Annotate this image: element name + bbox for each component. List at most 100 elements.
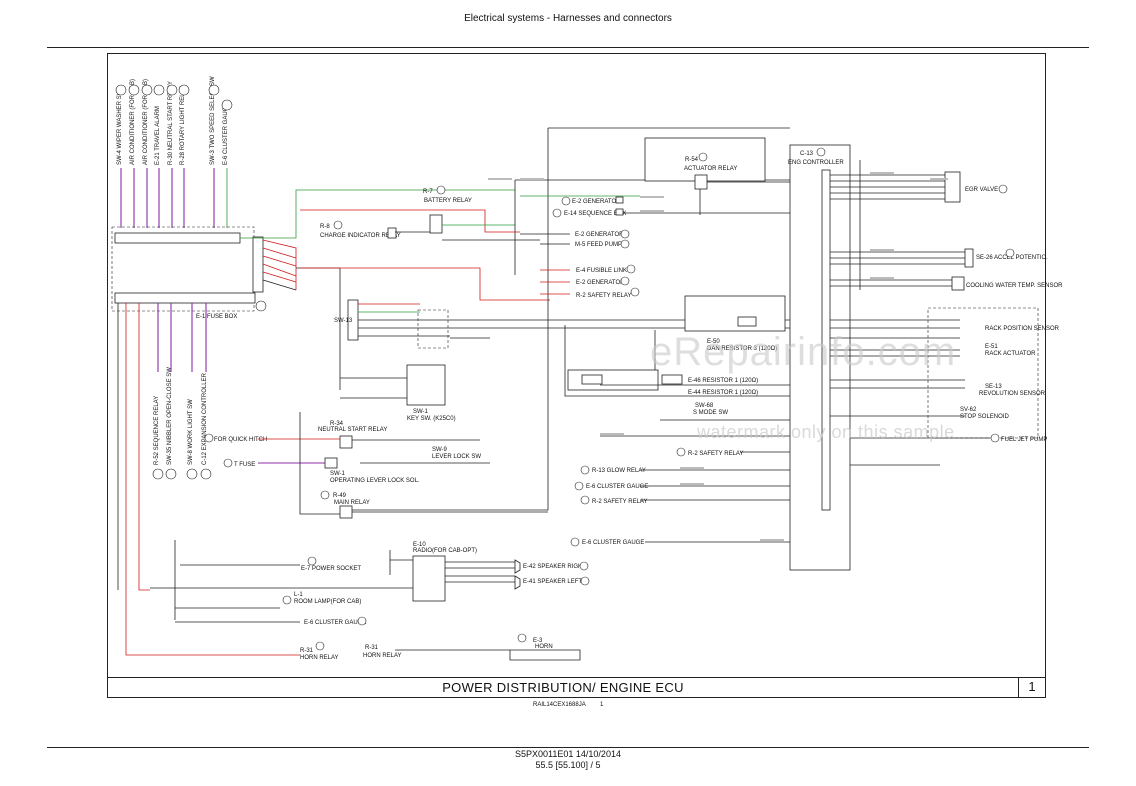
- top-feeder-wires: [120, 168, 228, 228]
- ref-circle: [620, 229, 630, 239]
- coolant-sensor-label: COOLING WATER TEMP. SENSOR: [966, 283, 1063, 289]
- revolution-sensor-label: REVOLUTION SENSOR: [979, 391, 1046, 397]
- generator-group: E-2 GENERATOR E-14 SEQUENCE BOX E-2 GENE…: [520, 196, 790, 299]
- relay-group-right: R-2 SAFETY RELAY R-13 GLOW RELAY E-6 CLU…: [570, 435, 940, 547]
- stop-solenoid-id: SV-62: [960, 407, 977, 413]
- ref-circle: [990, 433, 1000, 443]
- ref-circle: [141, 84, 153, 96]
- horn-relay-2-id: R-31: [365, 645, 379, 651]
- cluster-gauge-1-label: E-6 CLUSTER GAUGE: [586, 484, 648, 490]
- top-label-neutral-start-relay: R-30 NEUTRAL START RELAY: [168, 81, 174, 165]
- radio-id: E-10: [413, 542, 426, 548]
- ref-circle: [574, 481, 584, 491]
- fuse-box-label: E-1 FUSE BOX: [196, 314, 237, 320]
- left-label-work-light-sw: SW-8 WORK LIGHT SW: [188, 399, 194, 465]
- middle-components: SW-13 E-50 DAN RESISTOR 3 (120Ω) E-46 RE…: [334, 295, 790, 421]
- ref-circle: [1005, 248, 1015, 258]
- rack-sensor-label: RACK POSITION SENSOR: [985, 326, 1060, 332]
- top-label-travel-alarm: E-21 TRAVEL ALARM: [155, 106, 161, 165]
- ref-circle: [630, 287, 640, 297]
- ref-circle: [626, 264, 636, 274]
- generator-1-label: E-2 GENERATOR: [572, 199, 621, 205]
- actuator-relay-id: R-54: [685, 157, 699, 163]
- left-label-nibbler-sw: SW-35 NIBBLER OPEN-CLOSE SW: [167, 367, 173, 465]
- lever-lock-label: LEVER LOCK SW: [432, 454, 481, 460]
- watermark-notice: watermark only on this sample: [697, 422, 955, 442]
- ref-circle: [200, 468, 212, 480]
- wire-spec-marks: [488, 172, 948, 541]
- diagram-title: POWER DISTRIBUTION/ ENGINE ECU: [442, 680, 684, 695]
- op-lever-label: OPERATING LEVER LOCK SOL.: [330, 478, 420, 484]
- ref-circle: [315, 641, 325, 651]
- radio-label: RADIO(FOR CAB-OPT): [413, 548, 477, 554]
- fuse-t-label: T FUSE: [234, 462, 255, 468]
- ref-circle: [221, 99, 233, 111]
- ref-circle: [580, 495, 590, 505]
- egr-valve-label: EGR VALVE: [965, 187, 998, 193]
- ref-circle: [208, 84, 220, 96]
- accel-pot-label: SE-26 ACCEL POTENTIO.: [976, 255, 1048, 261]
- neutral-relay-id: R-34: [330, 421, 344, 427]
- ref-circle: [153, 84, 165, 96]
- resistor-1-label: E-46 RESISTOR 1 (120Ω): [688, 378, 758, 384]
- ref-circle: [580, 576, 590, 586]
- ref-circle: [255, 300, 267, 312]
- ref-circle: [152, 468, 164, 480]
- actuator-relay-group: R-54 ACTUATOR RELAY: [644, 137, 790, 215]
- cluster-gauge-3-label: E-6 CLUSTER GAUGE: [304, 620, 366, 626]
- ref-circle: [178, 84, 190, 96]
- op-lever-id: SW-1: [330, 471, 346, 477]
- resistor-block-id: E-50: [707, 339, 720, 345]
- reference-code: RAIL14CEX1688JA: [533, 702, 586, 708]
- title-block: [107, 677, 1046, 699]
- fuse-box-e1: E-1 FUSE BOX: [111, 226, 267, 320]
- safety-relay-2-label: R-2 SAFETY RELAY: [688, 451, 743, 457]
- generator-3-label: E-2 GENERATOR: [576, 280, 625, 286]
- footer-page-reference: 55.5 [55.100] / 5: [535, 760, 601, 770]
- ref-circle: [620, 239, 630, 249]
- battery-relay-group: R-7 BATTERY RELAY R-8 CHARGE INDICATOR R…: [300, 185, 540, 241]
- speaker-right-label: E-42 SPEAKER RIGHT: [523, 564, 586, 570]
- generator-2-label: E-2 GENERATOR: [575, 232, 624, 238]
- quick-hitch-label: FOR QUICK HITCH: [214, 437, 267, 443]
- main-relay-label: MAIN RELAY: [334, 500, 370, 506]
- engine-controller-label: ENG CONTROLLER: [788, 160, 844, 166]
- ref-circle: [307, 556, 317, 566]
- sensor-group: SE-26 ACCEL POTENTIO. COOLING WATER TEMP…: [830, 248, 1063, 443]
- lever-lock-id: SW-9: [432, 447, 448, 453]
- actuator-relay-label: ACTUATOR RELAY: [684, 166, 737, 172]
- ref-circle: [998, 184, 1008, 194]
- ref-circle: [204, 433, 214, 443]
- top-label-rotary-light-relay: R-28 ROTARY LIGHT RELAY: [180, 86, 186, 165]
- ref-circle: [561, 196, 571, 206]
- ref-circle: [816, 147, 826, 157]
- header-rule: [47, 47, 1089, 48]
- ref-circle: [282, 595, 292, 605]
- ref-circle: [579, 561, 589, 571]
- room-lamp-id: L-1: [294, 592, 303, 598]
- ref-circle: [166, 84, 178, 96]
- fuel-pump-label: FUEL JET PUMP: [1001, 437, 1047, 443]
- neutral-relay-label: NEUTRAL START RELAY: [318, 427, 387, 433]
- top-label-aircon-1: AIR CONDITIONER (FOR CAB): [130, 79, 136, 165]
- cluster-gauge-2-label: E-6 CLUSTER GAUGE: [582, 540, 644, 546]
- top-label-cluster-gauge: E-6 CLUSTER GAUGE: [223, 103, 229, 165]
- footer-rule: [47, 747, 1089, 748]
- engine-controller-id: C-13: [800, 151, 814, 157]
- feed-pump-label: M-5 FEED PUMP: [575, 242, 622, 248]
- lower-left-group: E-7 POWER SOCKET L-1 ROOM LAMP(FOR CAB) …: [150, 540, 581, 661]
- left-label-sequence-relay: R-52 SEQUENCE RELAY: [154, 396, 160, 465]
- speaker-left-label: E-41 SPEAKER LEFT: [523, 579, 582, 585]
- ref-circle: [333, 220, 343, 230]
- engine-controller-group: C-13 ENG CONTROLLER: [788, 144, 861, 571]
- footer-document-id: S5PX0011E01 14/10/2014: [515, 749, 621, 759]
- ref-circle: [186, 468, 198, 480]
- radio-group: E-10 RADIO(FOR CAB-OPT) E-42 SPEAKER RIG…: [389, 542, 590, 602]
- left-label-expansion-controller: C-12 EXPANSION CONTROLLER: [202, 372, 208, 465]
- battery-relay-label: BATTERY RELAY: [424, 198, 472, 204]
- schematic-sheet: [107, 53, 1046, 698]
- key-sw-label: KEY SW. (K25C0): [407, 416, 456, 422]
- top-label-wiper-washer: SW-4 WIPER WASHER SW: [117, 89, 123, 165]
- charge-relay-label: CHARGE INDICATOR RELAY: [320, 233, 401, 239]
- fuse-box-bundle: [240, 189, 550, 390]
